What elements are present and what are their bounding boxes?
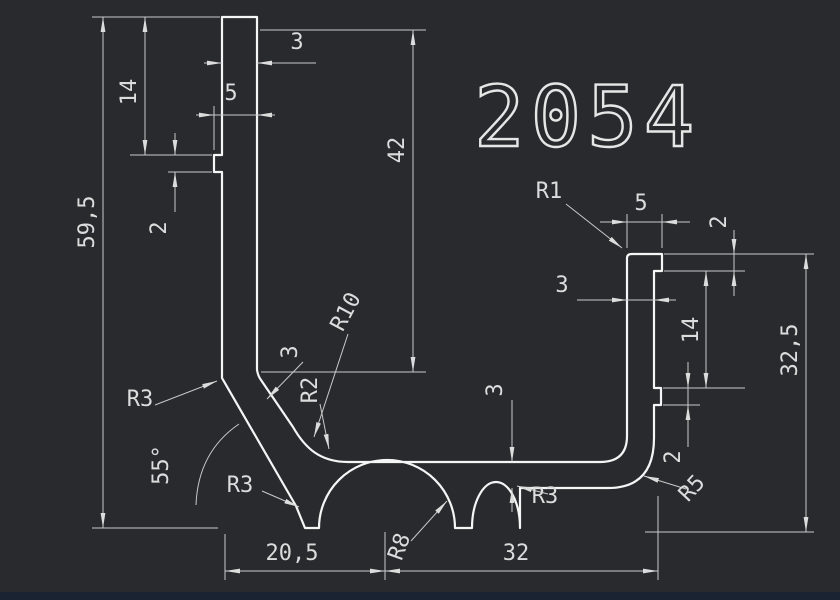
dim-bottom-left-20-5: 20,5 (266, 541, 319, 566)
dim-bottom-right-32: 32 (503, 541, 530, 566)
dim-left-width-5: 5 (224, 81, 237, 106)
extension-lines (92, 16, 814, 580)
dim-right-offset-14: 14 (679, 317, 704, 344)
dimension-labels: 59,5 14 5 2 3 42 R1 5 3 14 2 32,5 2 R3 5… (75, 30, 803, 566)
dim-right-cap-5: 5 (634, 191, 647, 216)
dim-radius-r3-foot: R3 (227, 473, 254, 498)
dim-radius-r5: R5 (674, 470, 710, 506)
dim-right-height-32-5: 32,5 (778, 324, 803, 377)
dim-overall-height: 59,5 (75, 196, 100, 249)
dim-top-thickness-3: 3 (290, 30, 303, 55)
dimension-lines (100, 17, 809, 574)
dim-radius-r8: R8 (384, 530, 417, 563)
dim-left-offset-14: 14 (117, 79, 142, 106)
dim-right-cap-2: 2 (707, 215, 732, 228)
dim-radius-r3-corner: R3 (127, 387, 154, 412)
part-number: 2054 (474, 68, 700, 166)
dim-right-notch-2: 2 (661, 450, 686, 463)
angle-arc (195, 423, 240, 506)
dim-right-thickness-3: 3 (555, 273, 568, 298)
radius-leaders (154, 203, 687, 542)
dim-flange-thickness-3: 3 (483, 383, 508, 396)
dim-diag-thickness-3: 3 (278, 345, 303, 358)
dim-inner-height-42: 42 (385, 137, 410, 164)
dim-angle-55: 55° (149, 445, 174, 485)
dim-radius-r2: R2 (298, 377, 323, 404)
dim-radius-r10: R10 (326, 289, 367, 336)
window-bottom-strip (0, 592, 840, 600)
dim-left-tab-2: 2 (147, 221, 172, 234)
dim-radius-r1: R1 (536, 179, 563, 204)
profile-outline (212, 15, 664, 530)
dim-radius-r3-flange: R3 (532, 484, 559, 509)
